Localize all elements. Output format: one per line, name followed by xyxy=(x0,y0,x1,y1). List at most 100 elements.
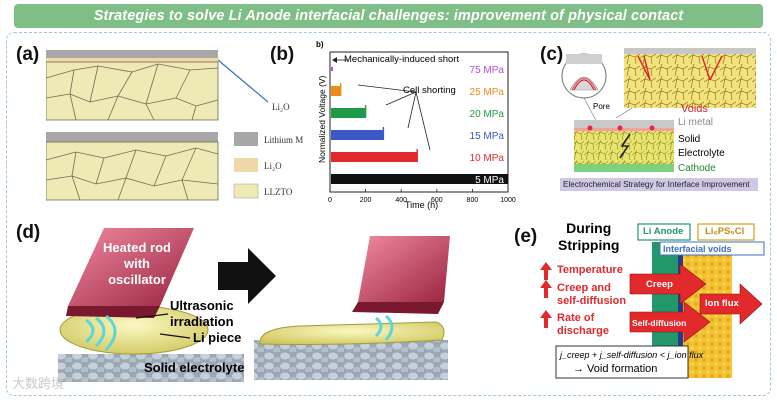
legend-swatch-lithium xyxy=(234,132,258,146)
x-tick-label: 400 xyxy=(395,197,407,204)
up-arrow-creep xyxy=(540,280,552,298)
x-tick-label: 800 xyxy=(467,197,479,204)
ultrasonic-text: Ultrasonic irradiation xyxy=(170,298,234,330)
plot-frame xyxy=(329,51,509,193)
voids-label: Voids xyxy=(681,103,708,115)
panel-e-drawing xyxy=(540,223,765,379)
li6ps5cl-label: Li₆PS₅Cl xyxy=(705,226,745,237)
creep-selfdiff-label: Creep and self-diffusion xyxy=(557,282,626,308)
x-tick-label: 1000 xyxy=(500,197,516,204)
x-axis-label: Time (h) xyxy=(405,200,439,210)
series-trace xyxy=(331,108,366,118)
void-formation-text: → Void formation xyxy=(573,363,658,375)
annotation-mechanical-short: Mechanically-induced short xyxy=(344,54,460,65)
interfacial-voids-box xyxy=(659,241,765,256)
li-metal-label: Li metal xyxy=(678,117,714,128)
cathode-layer xyxy=(574,164,674,172)
solid-electrolyte-base-right xyxy=(254,340,448,380)
process-arrow xyxy=(218,248,276,304)
legend-swatch-llzto xyxy=(233,183,259,199)
series-trace xyxy=(331,67,333,71)
heated-rod-text: Heated rod with oscillator xyxy=(92,240,182,288)
title-text: Strategies to solve Li Anode interfacial… xyxy=(93,8,684,24)
li-anode-box xyxy=(637,223,691,241)
panel-a-label: (a) xyxy=(16,44,40,65)
y-axis-label: Normalized Voltage (V) xyxy=(317,75,327,163)
series-label: 15 MPa xyxy=(470,131,505,142)
formula-box xyxy=(555,345,689,379)
cell-shorting-pointer xyxy=(415,91,431,151)
panel-d-label: (d) xyxy=(16,222,41,243)
legend-swatch-li2o xyxy=(234,158,258,172)
electrolyte-label: Electrolyte xyxy=(678,148,725,159)
panel-d-drawing xyxy=(58,228,450,382)
pore-label: Pore xyxy=(593,102,610,111)
during-line-1: During xyxy=(566,220,612,236)
li6ps5cl-box xyxy=(697,223,755,241)
creep-line-2: self-diffusion xyxy=(557,295,627,307)
series-trace xyxy=(331,174,508,184)
watermark: 大数跨境 xyxy=(12,376,65,391)
ion-flux-arrow xyxy=(699,283,763,325)
self-diffusion-arrow-label: Self-diffusion xyxy=(632,318,687,328)
li2o-callout-text: Li₂O xyxy=(272,102,290,112)
formula-text: j_creep + j_self-diffusion < j_ion flux xyxy=(560,350,704,360)
heated-rod xyxy=(68,228,194,306)
solid-electrolyte-base xyxy=(58,354,244,382)
lithium-layer-bottom xyxy=(46,132,218,142)
panel-a-drawing xyxy=(46,50,269,201)
cathode-label: Cathode xyxy=(678,163,716,174)
series-label: 5 MPa xyxy=(475,175,504,186)
solid-label: Solid xyxy=(678,134,701,145)
lithium-layer xyxy=(46,50,218,58)
series-trace xyxy=(331,152,418,162)
caption-bar xyxy=(560,178,758,191)
short-annotation-arrowhead xyxy=(332,57,337,63)
li-piece-flattened xyxy=(259,321,445,345)
panel-c-label: (c) xyxy=(540,44,564,65)
creep-arrow xyxy=(629,263,707,305)
ultrasonic-line-2: irradiation xyxy=(170,314,234,329)
series-trace xyxy=(331,86,341,96)
rate-label: Rate of discharge xyxy=(557,312,609,338)
x-tick-label: 200 xyxy=(360,197,372,204)
legend-label-li2o: Li₂O xyxy=(264,161,282,171)
self-diffusion-arrow xyxy=(629,301,711,343)
li-anode-label: Li Anode xyxy=(643,226,684,237)
heated-rod-line-3: oscillator xyxy=(108,272,166,287)
li2o-callout-line xyxy=(217,59,269,103)
legend-label-lithium: Lithium M xyxy=(264,135,304,145)
series-label: 75 MPa xyxy=(470,65,505,76)
solid-electrolyte-label: Solid electrolyte xyxy=(144,360,245,375)
panel-b-label: (b) xyxy=(270,44,295,65)
content-frame xyxy=(6,32,771,396)
panel-e-label: (e) xyxy=(514,226,538,247)
cell-shorting-pointer xyxy=(407,91,417,129)
during-stripping-text: During Stripping xyxy=(558,220,619,254)
caption-text: Electrochemical Strategy for Interface I… xyxy=(563,180,750,189)
during-line-2: Stripping xyxy=(558,237,620,253)
chart-corner-letter: b) xyxy=(316,40,324,49)
li2o-layer xyxy=(46,58,218,62)
ion-flux-arrow-label: Ion flux xyxy=(705,298,739,309)
annotation-cell-shorting: Cell shorting xyxy=(403,85,456,96)
temperature-label: Temperature xyxy=(557,264,623,276)
heated-rod-line-1: Heated rod xyxy=(103,240,171,255)
cell-shorting-pointer xyxy=(385,91,417,106)
up-arrow-temperature xyxy=(540,262,552,280)
x-tick-label: 600 xyxy=(431,197,443,204)
li-piece-label: Li piece xyxy=(193,330,242,345)
legend-label-llzto: LLZTO xyxy=(264,187,293,197)
series-label: 20 MPa xyxy=(470,109,505,120)
rate-line-1: Rate of xyxy=(557,312,595,324)
creep-arrow-label: Creep xyxy=(646,279,673,290)
heated-rod-right xyxy=(358,236,450,302)
cell-shorting-pointer xyxy=(357,84,417,93)
title-banner: Strategies to solve Li Anode interfacial… xyxy=(14,4,763,28)
rate-line-2: discharge xyxy=(557,325,609,337)
creep-line-1: Creep and xyxy=(557,282,611,294)
llzto-block-bottom xyxy=(46,141,219,201)
voids-grain-box xyxy=(624,48,756,108)
series-label: 25 MPa xyxy=(470,87,505,98)
